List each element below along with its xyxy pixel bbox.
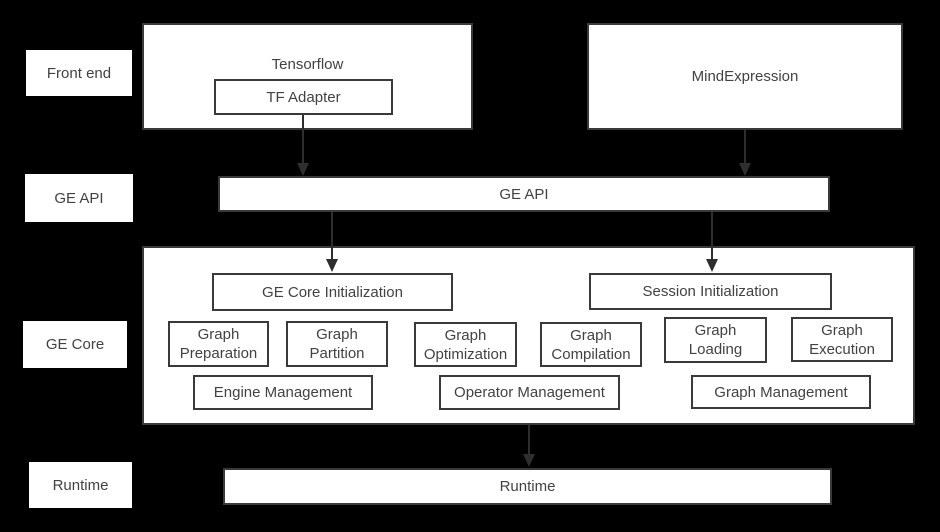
graph-optimization-label-line2: Optimization bbox=[423, 345, 508, 363]
graph-execution-label-line2: Execution bbox=[809, 340, 875, 358]
row-label-ge-core: GE Core bbox=[23, 321, 127, 368]
arrow-tf-adapter-to-ge-api-icon bbox=[297, 115, 309, 176]
arrow-head bbox=[297, 163, 309, 176]
graph-preparation-label-line1: Graph bbox=[197, 326, 240, 343]
arrow-ge-api-to-ge-core-init-icon bbox=[326, 212, 338, 272]
ge-core-initialization-box: GE Core Initialization bbox=[212, 273, 453, 311]
engine-management-label: Engine Management bbox=[213, 384, 353, 401]
arrow-ge-core-to-runtime-icon bbox=[523, 425, 535, 467]
row-label-front-end: Front end bbox=[26, 50, 132, 96]
arrow-ge-api-to-session-init-icon bbox=[706, 212, 718, 272]
graph-partition-label-line1: Graph bbox=[316, 326, 358, 343]
ge-api-bar-label: GE API bbox=[499, 185, 549, 203]
session-initialization-label: Session Initialization bbox=[642, 283, 779, 300]
graph-preparation-label-line2: Preparation bbox=[179, 345, 258, 362]
graph-optimization-box: Graph Optimization bbox=[414, 322, 517, 367]
graph-loading-label-line1: Graph bbox=[694, 322, 737, 339]
ge-api-bar: GE API bbox=[218, 176, 830, 212]
graph-partition-box: Graph Partition bbox=[286, 321, 388, 367]
arrow-mindexpression-to-ge-api-icon bbox=[739, 130, 751, 176]
arrow-shaft bbox=[331, 212, 333, 259]
arrow-shaft bbox=[302, 115, 304, 163]
arrow-head bbox=[523, 454, 535, 467]
row-label-ge-api: GE API bbox=[25, 174, 133, 222]
runtime-bar: Runtime bbox=[223, 468, 832, 505]
operator-management-label: Operator Management bbox=[454, 384, 605, 401]
tf-adapter-box: TF Adapter bbox=[214, 79, 393, 115]
arrow-shaft bbox=[744, 130, 746, 163]
ge-core-initialization-label: GE Core Initialization bbox=[262, 283, 403, 301]
graph-optimization-label-line1: Graph bbox=[444, 326, 487, 344]
engine-management-box: Engine Management bbox=[193, 375, 373, 410]
graph-execution-box: Graph Execution bbox=[791, 317, 893, 362]
graph-management-box: Graph Management bbox=[691, 375, 871, 409]
mindexpression-box: MindExpression bbox=[587, 23, 903, 130]
graph-partition-label-line2: Partition bbox=[309, 345, 365, 362]
arrow-head bbox=[326, 259, 338, 272]
graph-preparation-box: Graph Preparation bbox=[168, 321, 269, 367]
session-initialization-box: Session Initialization bbox=[589, 273, 832, 310]
arrow-shaft bbox=[528, 425, 530, 454]
graph-compilation-label-line2: Compilation bbox=[551, 345, 631, 363]
graph-loading-label-line2: Loading bbox=[688, 341, 743, 358]
arrow-head bbox=[706, 259, 718, 272]
row-label-runtime: Runtime bbox=[29, 462, 132, 508]
graph-management-label: Graph Management bbox=[714, 383, 848, 401]
tf-adapter-label: TF Adapter bbox=[266, 88, 341, 106]
arrow-shaft bbox=[711, 212, 713, 259]
graph-loading-box: Graph Loading bbox=[664, 317, 767, 363]
tensorflow-title: Tensorflow bbox=[271, 56, 344, 73]
arrow-head bbox=[739, 163, 751, 176]
graph-compilation-label-line1: Graph bbox=[570, 326, 612, 344]
graph-execution-label-line1: Graph bbox=[821, 321, 863, 339]
runtime-bar-label: Runtime bbox=[499, 478, 556, 495]
mindexpression-label: MindExpression bbox=[691, 68, 799, 85]
operator-management-box: Operator Management bbox=[439, 375, 620, 410]
graph-compilation-box: Graph Compilation bbox=[540, 322, 642, 367]
